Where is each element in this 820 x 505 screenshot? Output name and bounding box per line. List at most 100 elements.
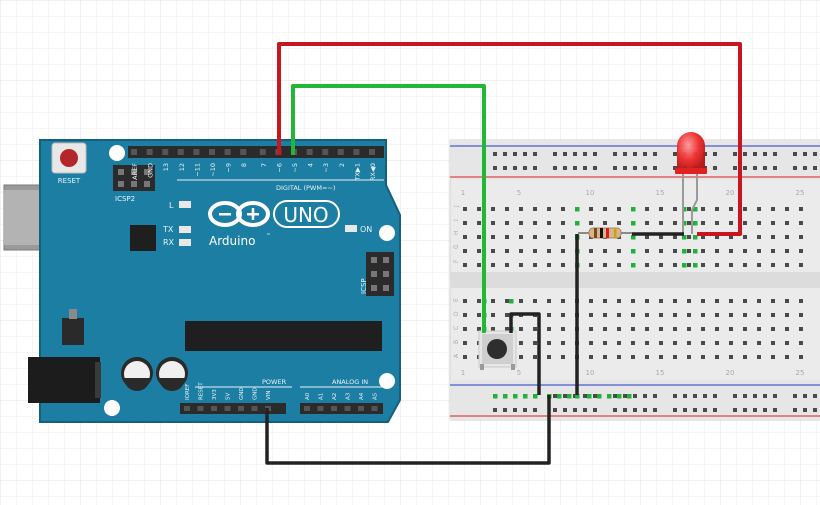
rx-led [179, 239, 191, 246]
l-led [179, 201, 191, 208]
power-header [180, 403, 286, 414]
breadboard-hole [519, 327, 523, 331]
breadboard-hole [561, 249, 565, 253]
active-hole [523, 394, 528, 399]
breadboard-hole [603, 249, 607, 253]
row-letter: A [453, 353, 460, 358]
status-leds [179, 201, 357, 246]
breadboard-hole [673, 263, 677, 267]
breadboard-hole [645, 313, 649, 317]
active-hole [682, 207, 687, 212]
breadboard-hole [771, 299, 775, 303]
breadboard-hole [645, 327, 649, 331]
breadboard-hole [743, 355, 747, 359]
power-pin-label: VIN [266, 391, 272, 401]
breadboard-hole [743, 249, 747, 253]
breadboard: 1 5 10 15 20 25 1 5 10 15 20 25 J I H G … [449, 139, 820, 421]
reset-label: RESET [58, 177, 81, 185]
breadboard-hole [491, 327, 495, 331]
breadboard-hole [463, 235, 467, 239]
analog-header [300, 403, 383, 414]
rail-hole [793, 408, 797, 412]
breadboard-hole [519, 355, 523, 359]
rail-hole [593, 166, 597, 170]
rail-hole [563, 166, 567, 170]
rail-hole [523, 408, 527, 412]
breadboard-hole [589, 249, 593, 253]
rail-hole [613, 166, 617, 170]
reset-button[interactable] [51, 142, 87, 174]
breadboard-hole [533, 355, 537, 359]
breadboard-hole [533, 299, 537, 303]
analog-pin-label: A3 [346, 392, 352, 400]
header-socket [184, 406, 190, 411]
capacitor [156, 357, 188, 391]
row-letter: C [453, 326, 460, 330]
breadboard-hole [505, 235, 509, 239]
breadboard-hole [533, 207, 537, 211]
breadboard-hole [463, 355, 467, 359]
rail-hole [573, 152, 577, 156]
breadboard-hole [785, 355, 789, 359]
breadboard-hole [799, 249, 803, 253]
breadboard-hole [589, 263, 593, 267]
rail-hole [493, 166, 497, 170]
rail-hole [793, 394, 797, 398]
breadboard-hole [463, 327, 467, 331]
wires [265, 42, 742, 465]
digital-pin-label: ~9 [225, 163, 233, 173]
rail-hole [533, 166, 537, 170]
rail-hole [553, 394, 557, 398]
resistor-icon [578, 227, 632, 239]
active-hole [693, 249, 698, 254]
breadboard-hole [701, 327, 705, 331]
breadboard-hole [771, 263, 775, 267]
breadboard-hole [687, 221, 691, 225]
mounting-holes [104, 145, 395, 416]
breadboard-hole [519, 299, 523, 303]
atmega-chip [130, 225, 156, 251]
breadboard-hole [477, 299, 481, 303]
breadboard-hole [645, 249, 649, 253]
digital-pin-label: 13 [162, 163, 170, 171]
breadboard-hole [617, 207, 621, 211]
rail-hole [763, 166, 767, 170]
breadboard-hole [659, 249, 663, 253]
analog-pin-label: A4 [359, 392, 365, 400]
breadboard-hole [589, 341, 593, 345]
header-socket [197, 406, 204, 411]
breadboard-hole [659, 341, 663, 345]
breadboard-hole [799, 355, 803, 359]
breadboard-hole [757, 249, 761, 253]
breadboard-hole [687, 207, 691, 211]
breadboard-hole [533, 327, 537, 331]
rail-hole [803, 152, 807, 156]
header-socket [238, 406, 244, 411]
breadboard-hole [743, 221, 747, 225]
breadboard-hole [771, 207, 775, 211]
breadboard-hole [785, 221, 789, 225]
breadboard-hole [617, 327, 621, 331]
breadboard-hole [715, 355, 719, 359]
l-label: L [169, 201, 174, 210]
breadboard-hole [729, 207, 733, 211]
header-socket [306, 149, 313, 155]
analog-pin-label: A0 [305, 392, 311, 400]
breadboard-hole [533, 221, 537, 225]
breadboard-hole [645, 263, 649, 267]
rail-hole [703, 408, 707, 412]
rail-hole [503, 152, 507, 156]
breadboard-hole [547, 249, 551, 253]
column-number: 25 [796, 189, 805, 197]
breadboard-hole [771, 249, 775, 253]
breadboard-hole [701, 313, 705, 317]
rail-hole [673, 394, 677, 398]
breadboard-hole [519, 235, 523, 239]
column-number: 10 [586, 189, 595, 197]
breadboard-hole [729, 299, 733, 303]
pushbutton-icon[interactable] [478, 330, 517, 370]
breadboard-hole [463, 207, 467, 211]
